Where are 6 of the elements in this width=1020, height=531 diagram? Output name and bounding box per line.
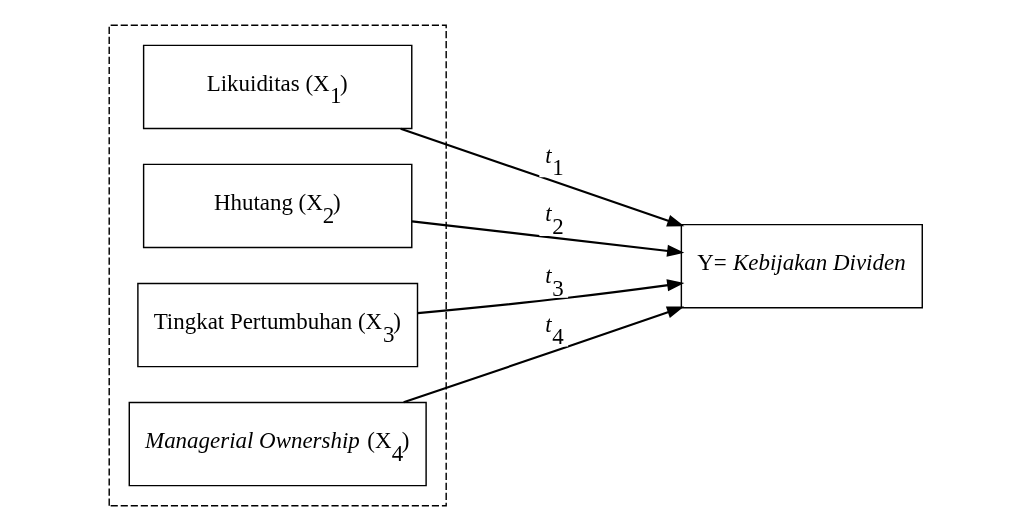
arrow [417, 279, 685, 315]
cluster [108, 24, 447, 507]
arrow [411, 220, 685, 257]
arrow [403, 306, 685, 404]
arrow [400, 127, 685, 227]
node-box: Y= Kebijakan Dividen [680, 223, 923, 309]
